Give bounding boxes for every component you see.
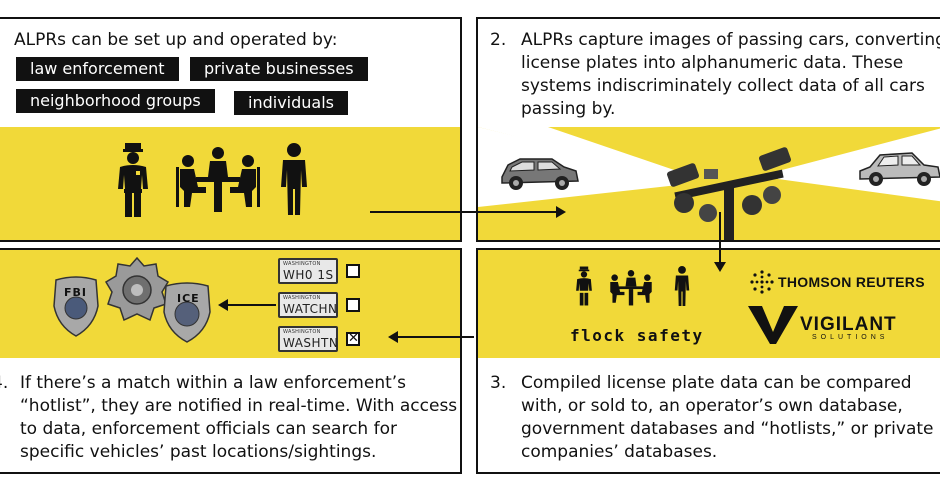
vigilant-logo: VIGILANT [800,314,897,335]
step-4-number: 4. [0,373,9,393]
arrow-icon [556,206,566,218]
panel-operators-yellow-band [0,127,460,240]
fbi-badge-label: FBI [64,286,87,299]
step-3-number: 3. [490,373,507,393]
car-icon [501,158,579,190]
step-2-text: ALPRs capture images of passing cars, co… [521,30,940,119]
step-4-text: If there’s a match within a law enforcem… [20,373,458,462]
plate-number: WATCHN [283,302,338,316]
operators-heading: ALPRs can be set up and operated by: [14,30,338,50]
plate-state: WASHINGTON [283,295,321,301]
plate-state: WASHINGTON [283,261,321,267]
person-icon [281,143,307,215]
plate-number: WH0 1S [283,268,334,282]
panel-notification: 4. If there’s a match within a law enfor… [0,248,462,474]
flock-safety-logo: flock safety [570,326,704,345]
panel-capture: 2. ALPRs capture images of passing cars,… [476,17,940,242]
group-meeting-icon [610,270,652,306]
tag-law-enforcement: law enforcement [16,57,179,81]
badge-icon [104,256,170,322]
ice-badge-label: ICE [177,292,200,305]
tag-individuals: individuals [234,91,348,115]
arrow-icon [218,299,276,311]
police-officer-icon [576,266,592,306]
step-3-text: Compiled license plate data can be compa… [521,373,934,462]
license-plate: WASHINGTON WASHTN [278,326,338,352]
badge-icon [53,276,99,337]
license-plate: WASHINGTON WATCHN [278,292,338,318]
arrow-icon [714,262,726,272]
tag-private-businesses: private businesses [190,57,368,81]
alpr-camera-icon [667,147,791,240]
person-icon [674,266,690,306]
vigilant-logo-icon [748,306,798,344]
badge-icon [163,282,211,343]
plate-number: WASHTN [283,336,339,350]
step-2-number: 2. [490,30,507,50]
panel-operators: ALPRs can be set up and operated by: law… [0,17,462,242]
vigilant-logo-subtitle: SOLUTIONS [812,334,889,341]
checkbox-icon [346,298,360,312]
license-plate: WASHINGTON WH0 1S [278,258,338,284]
car-icon [859,152,940,186]
arrow-icon [388,331,398,343]
group-meeting-icon [176,147,260,212]
camera-beams [478,127,940,207]
thomson-reuters-logo-icon [750,270,774,294]
thomson-reuters-logo: THOMSON REUTERS [778,274,925,290]
checkbox-icon [346,264,360,278]
police-officer-icon [118,143,148,217]
tag-neighborhood-groups: neighborhood groups [16,89,215,113]
panel-databases: 3. Compiled license plate data can be co… [476,248,940,474]
panel-databases-yellow-band [478,250,940,358]
checkbox-checked-icon: ✕ [346,331,360,346]
plate-state: WASHINGTON [283,329,321,335]
